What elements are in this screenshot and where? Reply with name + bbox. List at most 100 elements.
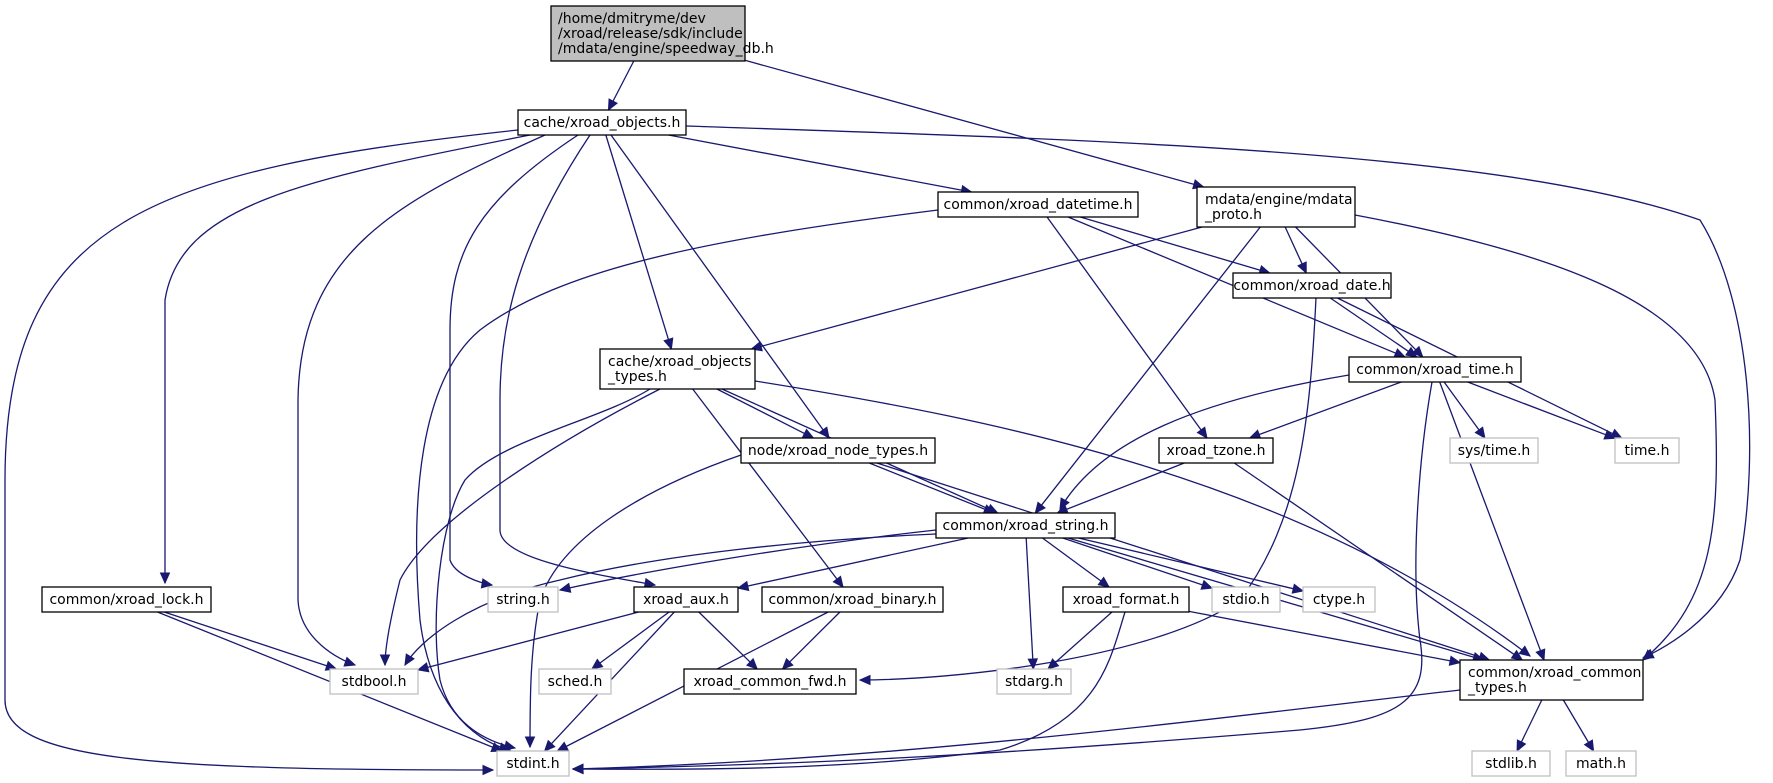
node-stdio-h: stdio.h bbox=[1211, 586, 1281, 613]
edge-binary-to-common_fwd bbox=[781, 611, 841, 670]
node-time[interactable]: common/xroad_time.h bbox=[1348, 356, 1522, 383]
node-binary[interactable]: common/xroad_binary.h bbox=[761, 586, 944, 613]
node-systime-h: sys/time.h bbox=[1449, 437, 1539, 464]
edge-common_types-to-math_h bbox=[1562, 699, 1595, 753]
node-stdint-h: stdint.h bbox=[496, 750, 570, 777]
node-date[interactable]: common/xroad_date.h bbox=[1232, 272, 1392, 299]
edge-aux-to-stdbool_h bbox=[416, 611, 639, 673]
node-root[interactable]: /home/dmitryme/dev/xroad/release/sdk/inc… bbox=[550, 5, 774, 62]
edge-string-to-stdarg_h bbox=[1025, 537, 1039, 671]
edge-mdata_proto-to-objects_types bbox=[750, 226, 1203, 352]
edge-common_types-to-stdlib_h bbox=[1516, 699, 1543, 753]
node-stdbool-h: stdbool.h bbox=[329, 668, 419, 695]
node-tzone[interactable]: xroad_tzone.h bbox=[1158, 437, 1274, 464]
edge-objects_types-to-common_types bbox=[754, 380, 1531, 657]
edge-tzone-to-string bbox=[1056, 462, 1185, 515]
edge-time-to-systime_h bbox=[1443, 381, 1486, 439]
edge-root-to-xroad_objects bbox=[607, 60, 635, 112]
node-label: common/xroad_datetime.h bbox=[944, 197, 1133, 213]
edge-node_types-to-string bbox=[869, 462, 996, 514]
edge-xroad_objects-to-datetime bbox=[668, 134, 973, 196]
edge-aux-to-common_fwd bbox=[698, 611, 759, 670]
node-string-h: string.h bbox=[487, 586, 559, 613]
node-label: cache/xroad_objects bbox=[608, 354, 751, 370]
node-datetime[interactable]: common/xroad_datetime.h bbox=[937, 191, 1139, 218]
node-label: /mdata/engine/speedway_db.h bbox=[558, 41, 774, 57]
edge-xroad_objects-to-objects_types bbox=[605, 134, 674, 351]
node-label: /home/dmitryme/dev bbox=[558, 11, 706, 27]
node-common-fwd[interactable]: xroad_common_fwd.h bbox=[683, 668, 857, 695]
node-label: ctype.h bbox=[1313, 592, 1365, 608]
node-stdlib-h: stdlib.h bbox=[1471, 750, 1551, 777]
edge-string-to-stdbool_h bbox=[404, 533, 937, 667]
node-label: time.h bbox=[1625, 443, 1670, 459]
edge-string-to-ctype_h bbox=[1078, 537, 1305, 594]
edge-datetime-to-tzone bbox=[1046, 216, 1208, 439]
node-math-h: math.h bbox=[1565, 750, 1637, 777]
edge-time-to-time_h bbox=[1467, 381, 1617, 440]
node-label: stdlib.h bbox=[1485, 756, 1537, 772]
node-label: sys/time.h bbox=[1458, 443, 1531, 459]
edge-datetime-to-date bbox=[1080, 216, 1271, 276]
node-label: common/xroad_string.h bbox=[943, 518, 1109, 534]
node-label: common/xroad_binary.h bbox=[768, 592, 936, 608]
edge-xroad_objects-to-aux bbox=[499, 134, 657, 589]
edge-string-to-format bbox=[1042, 537, 1111, 588]
node-label: xroad_format.h bbox=[1073, 592, 1180, 608]
node-string[interactable]: common/xroad_string.h bbox=[935, 512, 1116, 539]
node-objects-types[interactable]: cache/xroad_objects_types.h bbox=[599, 348, 756, 390]
node-label: common/xroad_common bbox=[1468, 665, 1641, 681]
node-mdata-proto[interactable]: mdata/engine/mdata_proto.h bbox=[1196, 186, 1356, 228]
node-label: xroad_tzone.h bbox=[1167, 443, 1266, 459]
node-time-h: time.h bbox=[1614, 437, 1680, 464]
node-label: math.h bbox=[1576, 756, 1626, 772]
edge-root-to-mdata_proto bbox=[744, 59, 1205, 190]
node-label: mdata/engine/mdata bbox=[1205, 192, 1353, 208]
node-label: _types.h bbox=[607, 369, 667, 385]
node-lock[interactable]: common/xroad_lock.h bbox=[41, 586, 212, 613]
node-label: _proto.h bbox=[1204, 207, 1262, 223]
node-label: _types.h bbox=[1467, 680, 1527, 696]
node-label: common/xroad_lock.h bbox=[49, 592, 203, 608]
header-nodes: /home/dmitryme/dev/xroad/release/sdk/inc… bbox=[41, 5, 1680, 777]
edge-string-to-stdio_h bbox=[1062, 537, 1214, 590]
edge-lock-to-stdbool_h bbox=[164, 611, 338, 671]
node-label: common/xroad_time.h bbox=[1356, 362, 1513, 378]
edge-xroad_objects-to-stdbool_h bbox=[297, 134, 546, 667]
edge-string-to-aux bbox=[736, 537, 969, 592]
edge-objects_types-to-stdint_h bbox=[435, 388, 651, 751]
edge-string-to-string_h bbox=[558, 529, 937, 593]
node-label: stdbool.h bbox=[342, 674, 407, 690]
node-label: xroad_common_fwd.h bbox=[693, 674, 846, 690]
edge-date-to-common_fwd bbox=[858, 297, 1317, 686]
edge-tzone-to-common_types bbox=[1233, 462, 1524, 661]
edge-objects_types-to-binary bbox=[692, 388, 844, 588]
node-label: common/xroad_date.h bbox=[1233, 278, 1390, 294]
edge-xroad_objects-to-stdint_h bbox=[4, 129, 519, 776]
edge-date-to-time bbox=[1329, 297, 1418, 358]
node-label: stdarg.h bbox=[1005, 674, 1063, 690]
node-common-types[interactable]: common/xroad_common_types.h bbox=[1459, 659, 1644, 701]
node-label: xroad_aux.h bbox=[643, 592, 729, 608]
node-label: node/xroad_node_types.h bbox=[748, 443, 928, 459]
node-xroad-objects[interactable]: cache/xroad_objects.h bbox=[517, 109, 687, 136]
node-label: cache/xroad_objects.h bbox=[524, 115, 681, 131]
edge-mdata_proto-to-string bbox=[1034, 226, 1261, 514]
node-sched-h: sched.h bbox=[538, 668, 612, 695]
node-aux[interactable]: xroad_aux.h bbox=[633, 586, 739, 613]
node-label: /xroad/release/sdk/include bbox=[558, 26, 743, 42]
edge-mdata_proto-to-common_types bbox=[1354, 214, 1718, 661]
edge-format-to-stdarg_h bbox=[1047, 611, 1113, 670]
edge-xroad_objects-to-lock bbox=[159, 134, 531, 585]
node-node-types[interactable]: node/xroad_node_types.h bbox=[740, 437, 936, 464]
edge-common_types-to-stdint_h bbox=[571, 689, 1461, 774]
node-label: stdint.h bbox=[506, 756, 559, 772]
node-stdarg-h: stdarg.h bbox=[996, 668, 1072, 695]
edge-time-to-common_types bbox=[1439, 381, 1546, 662]
edge-objects_types-to-stdbool_h bbox=[379, 388, 661, 667]
edge-mdata_proto-to-date bbox=[1284, 226, 1307, 275]
edge-aux-to-stdint_h bbox=[543, 611, 675, 752]
edge-aux-to-sched_h bbox=[590, 611, 670, 670]
node-format[interactable]: xroad_format.h bbox=[1062, 586, 1190, 613]
